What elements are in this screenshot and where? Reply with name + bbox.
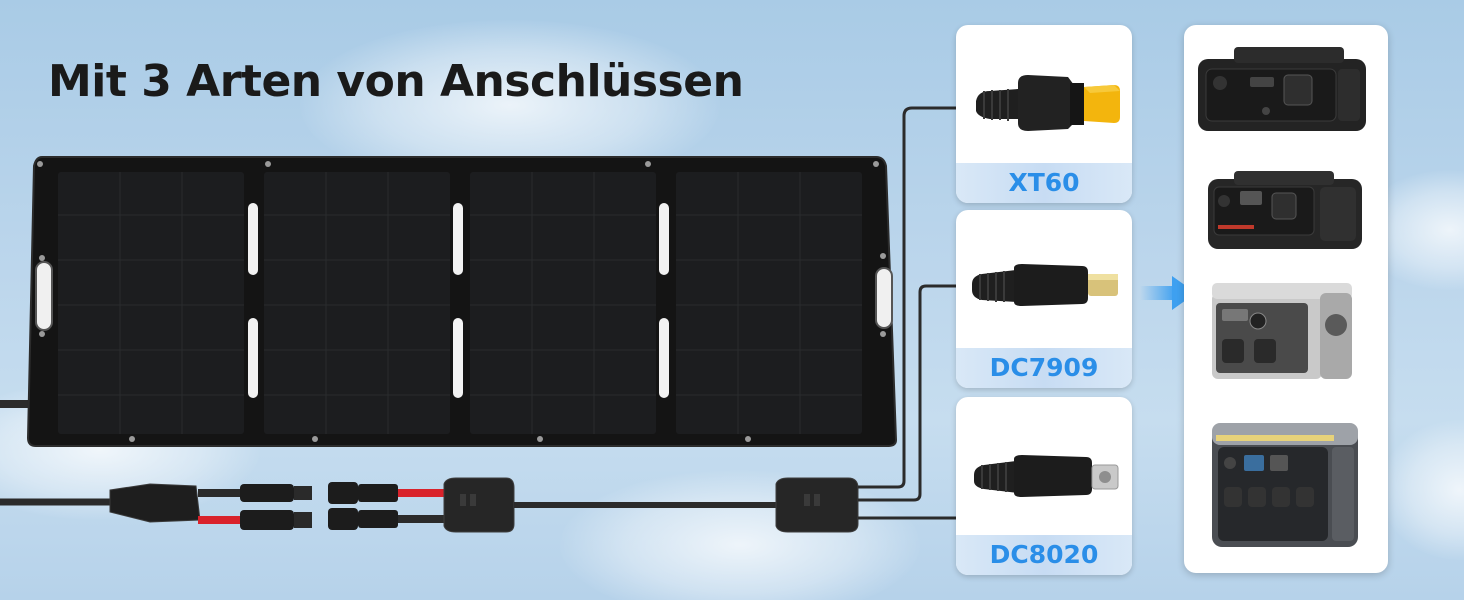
connector-cables [858, 106, 960, 520]
connector-card-dc7909: DC7909 [956, 210, 1132, 388]
cable-assembly [0, 477, 859, 533]
power-station-panel [1184, 25, 1388, 573]
power-station-4-image [1212, 423, 1358, 547]
connector-label: DC8020 [956, 535, 1132, 575]
cloud [560, 470, 920, 600]
headline: Mit 3 Arten von Anschlüssen [48, 56, 744, 107]
connector-label: DC7909 [956, 348, 1132, 388]
xt60-connector-icon [976, 75, 1120, 131]
power-station-3-image [1212, 283, 1352, 379]
power-station-images [1198, 47, 1366, 547]
dc7909-connector-icon [972, 264, 1118, 306]
solar-panel [26, 156, 898, 447]
power-station-1-image [1198, 47, 1366, 131]
power-station-2-image [1208, 171, 1362, 249]
connector-label: XT60 [956, 163, 1132, 203]
dc8020-connector-icon [974, 455, 1119, 497]
connector-card-xt60: XT60 [956, 25, 1132, 203]
connector-card-dc8020: DC8020 [956, 397, 1132, 575]
